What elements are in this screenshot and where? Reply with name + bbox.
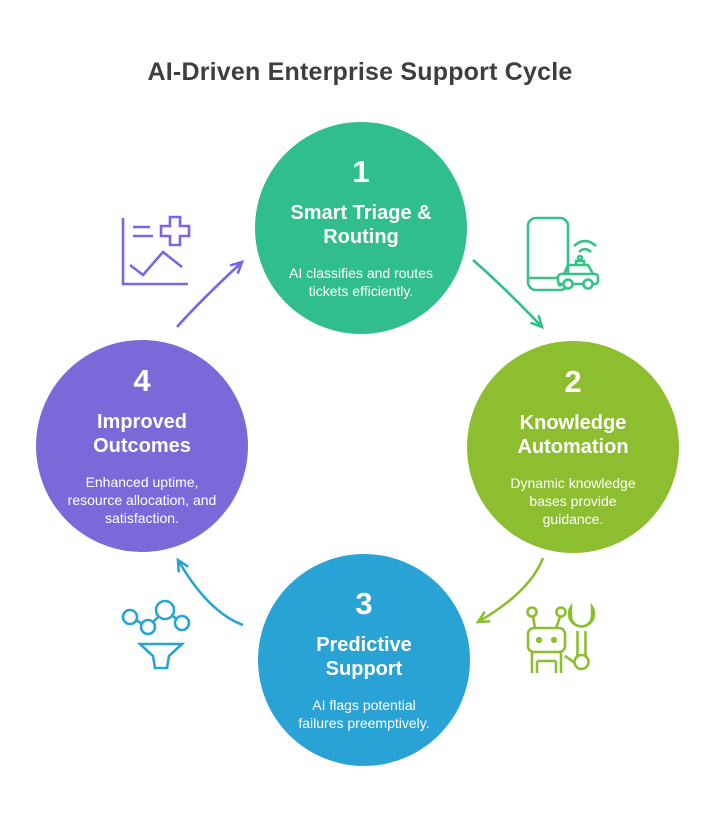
arrow-step1-to-step2 xyxy=(455,245,555,340)
step-description: Enhanced uptime, resource allocation, an… xyxy=(67,473,217,527)
phone-car-icon xyxy=(524,212,604,292)
step-title: Smart Triage & Routing xyxy=(290,201,432,248)
step-title: Predictive Support xyxy=(316,633,412,680)
step-title: Improved Outcomes xyxy=(93,410,191,457)
step-number: 1 xyxy=(352,153,370,189)
chart-plus-icon xyxy=(116,212,194,290)
step-description: Dynamic knowledge bases provide guidance… xyxy=(510,474,636,528)
step-number: 3 xyxy=(355,585,373,621)
step-circle-3: 3 Predictive Support AI flags potential … xyxy=(258,554,470,766)
step-number: 4 xyxy=(133,362,151,398)
arrow-step4-to-step1 xyxy=(170,250,255,335)
arrow-step2-to-step3 xyxy=(465,545,555,635)
network-funnel-icon xyxy=(116,598,196,678)
step-number: 2 xyxy=(564,363,582,399)
step-description: AI classifies and routes tickets efficie… xyxy=(289,264,433,299)
robot-wrench-icon xyxy=(522,598,602,678)
step-title: Knowledge Automation xyxy=(517,411,629,458)
diagram-title: AI-Driven Enterprise Support Cycle xyxy=(147,58,573,86)
step-description: AI flags potential failures preemptively… xyxy=(298,696,430,731)
step-circle-2: 2 Knowledge Automation Dynamic knowledge… xyxy=(467,341,679,553)
step-circle-4: 4 Improved Outcomes Enhanced uptime, res… xyxy=(36,340,248,552)
step-circle-1: 1 Smart Triage & Routing AI classifies a… xyxy=(255,122,467,334)
arrow-step3-to-step4 xyxy=(165,548,255,638)
